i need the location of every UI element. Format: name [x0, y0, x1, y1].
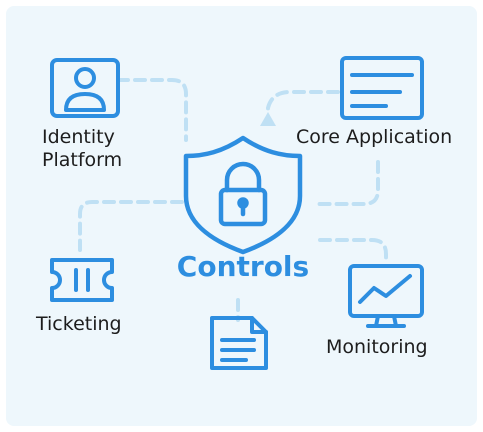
core-application-label: Core Application — [296, 126, 453, 148]
connector-core-right — [316, 160, 380, 206]
center-title: Controls — [176, 250, 310, 283]
connector-core — [266, 90, 340, 114]
user-badge-icon — [50, 58, 120, 118]
document-icon — [210, 316, 268, 370]
shield-lock-icon — [183, 135, 303, 255]
identity-label-line-2: Platform — [42, 149, 123, 171]
arrow-head-icon — [260, 112, 276, 126]
ticket-icon — [50, 258, 114, 302]
identity-label-line-1: Identity — [42, 126, 115, 148]
monitoring-label: Monitoring — [326, 336, 428, 358]
connectors — [78, 78, 388, 322]
connector-ticketing — [78, 200, 184, 252]
connector-monitoring — [318, 238, 388, 264]
application-window-icon — [340, 56, 424, 120]
monitor-chart-icon — [348, 264, 424, 328]
connector-identity — [116, 78, 188, 142]
ticketing-label: Ticketing — [36, 313, 122, 335]
identity-platform-label: Identity Platform — [42, 126, 122, 172]
